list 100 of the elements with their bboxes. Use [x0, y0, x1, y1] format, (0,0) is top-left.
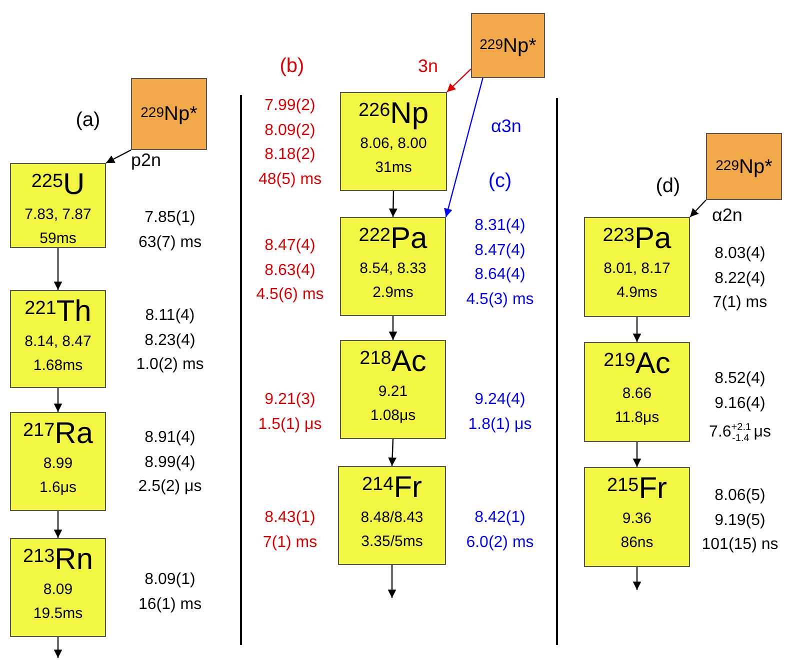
measured-value: 4.5(6) ms: [256, 285, 324, 305]
nuclide-symbol: $^{229}$Np*: [140, 102, 198, 126]
arrow: [388, 316, 398, 340]
arrow: [54, 388, 62, 412]
panel-label: (c): [488, 171, 512, 191]
measured-value: 9.19(5): [714, 510, 766, 530]
alpha-energy: 8.14, 8.47: [24, 332, 92, 352]
edge-label: p2n: [131, 150, 162, 170]
measured-value: 8.09(1): [144, 570, 196, 590]
measured-value: 8.63(4): [264, 260, 316, 280]
panel-label: (a): [76, 110, 100, 130]
nuclide-symbol: $^{226}$Np: [358, 97, 429, 131]
panel-label: (d): [656, 176, 680, 196]
measured-value: 9.21(3): [264, 390, 316, 410]
half-life: 1.68ms: [33, 356, 83, 376]
arrow: [54, 511, 62, 538]
measured-value: 9.24(4): [474, 390, 526, 410]
alpha-energy: 8.48/8.43: [360, 508, 424, 528]
nuclide-box: [338, 466, 446, 565]
alpha-energy: 8.99: [43, 454, 73, 474]
measured-value: 8.91(4): [144, 428, 196, 448]
measured-value: 2.5(2) μs: [138, 477, 202, 497]
measured-value: 7.99(2): [264, 96, 316, 116]
half-life: 19.5ms: [33, 604, 83, 624]
measured-value: 8.31(4): [474, 216, 526, 236]
alpha-energy: 9.36: [622, 509, 652, 529]
alpha-energy: 9.21: [378, 382, 408, 402]
nuclide-box: [340, 340, 446, 439]
measured-value: 8.09(2): [264, 120, 316, 140]
half-life: 86ns: [620, 533, 654, 553]
alpha-energy: 8.66: [622, 384, 652, 404]
nuclide-box: [340, 217, 446, 316]
half-life: 3.35/5ms: [361, 532, 423, 552]
nuclide-symbol: $^{225}$U: [31, 168, 85, 202]
edge-label: α3n: [491, 116, 522, 136]
decay-arrow: [388, 565, 396, 598]
half-life: 11.8μs: [614, 408, 660, 428]
nuclide-symbol: $^{217}$Ra: [22, 417, 94, 451]
measured-value: 8.11(4): [145, 306, 195, 326]
half-life: 1.08μs: [370, 406, 416, 426]
measured-value: 8.52(4): [714, 369, 766, 389]
nuclide-symbol: $^{214}$Fr: [362, 471, 422, 505]
alpha-energy: 8.09: [43, 580, 73, 600]
nuclide-symbol: $^{219}$Ac: [604, 347, 670, 381]
arrow: [446, 68, 472, 92]
nuclide-box: [10, 163, 106, 248]
decay-arrow: [54, 637, 62, 658]
measured-value: 8.06(5): [714, 486, 766, 506]
measured-value: 16(1) ms: [138, 594, 202, 614]
nuclide-symbol: $^{229}$Np*: [480, 34, 536, 58]
measured-value: 7(1) ms: [712, 293, 768, 313]
arrow: [106, 149, 132, 164]
measured-value: 8.42(1): [474, 508, 526, 528]
measured-value: 48(5) ms: [258, 170, 322, 190]
measured-value: 7.6$^{+2.1}$$_{-1.4}$ μs: [709, 421, 771, 446]
half-life: 31ms: [375, 158, 412, 178]
arrow: [632, 317, 642, 342]
measured-value: 1.5(1) μs: [258, 414, 322, 434]
measured-value: 1.8(1) μs: [468, 414, 532, 434]
arrow: [388, 438, 396, 466]
measured-value: 8.64(4): [474, 265, 526, 285]
nuclide-box: [584, 217, 690, 317]
nuclide-symbol: $^{223}$Pa: [602, 222, 672, 256]
alpha-energy: 8.06, 8.00: [360, 134, 427, 154]
measured-value: 8.99(4): [144, 452, 196, 472]
measured-value: 8.47(4): [474, 240, 526, 260]
nuclide-symbol: $^{213}$Rn: [22, 543, 94, 577]
nuclide-symbol: $^{218}$Ac: [360, 345, 426, 379]
half-life: 2.9ms: [372, 283, 414, 303]
half-life: 1.6μs: [40, 478, 76, 498]
half-life: 59ms: [40, 229, 76, 249]
measured-value: 8.43(1): [264, 508, 316, 528]
nuclide-box: [10, 290, 106, 388]
arrow: [632, 442, 642, 467]
measured-value: 7(1) ms: [262, 532, 318, 552]
edge-label: α2n: [712, 205, 742, 225]
nuclide-symbol: $^{229}$Np*: [716, 154, 772, 178]
compound-nucleus-box: [706, 133, 782, 200]
measured-value: 9.16(4): [714, 394, 766, 414]
arrow: [444, 78, 484, 218]
alpha-energy: 8.01, 8.17: [604, 259, 670, 279]
nuclide-symbol: $^{222}$Pa: [358, 222, 428, 256]
compound-nucleus-box: [131, 78, 207, 150]
measured-value: 8.23(4): [144, 330, 196, 350]
nuclide-symbol: $^{221}$Th: [24, 295, 92, 329]
nuclide-box: [584, 342, 690, 442]
nuclide-symbol: $^{215}$Fr: [606, 472, 668, 506]
measured-value: 8.47(4): [264, 236, 316, 256]
nuclide-box: [10, 538, 106, 637]
arrow: [690, 200, 706, 218]
alpha-energy: 8.54, 8.33: [360, 259, 426, 279]
measured-value: 6.0(2) ms: [466, 532, 534, 552]
panel-label: (b): [280, 56, 304, 76]
nuclide-box: [584, 467, 690, 567]
compound-nucleus-box: [471, 13, 545, 78]
arrow: [54, 248, 62, 290]
half-life: 4.9ms: [616, 283, 658, 303]
measured-value: 8.03(4): [714, 244, 766, 264]
alpha-energy: 7.83, 7.87: [24, 205, 92, 225]
measured-value: 63(7) ms: [138, 232, 202, 252]
